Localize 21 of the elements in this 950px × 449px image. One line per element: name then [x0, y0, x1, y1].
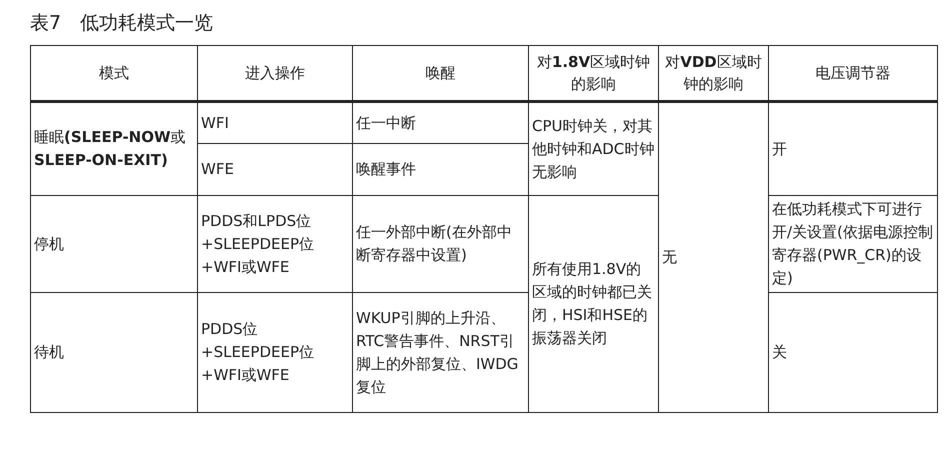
- table-cell: 无: [658, 102, 768, 412]
- table-cell: 在低功耗模式下可进行开/关设置(依据电源控制寄存器(PWR_CR)的设定): [768, 196, 938, 292]
- table-cell: 开: [768, 102, 938, 196]
- header-cell: 模式: [30, 46, 198, 102]
- header-cell: 进入操作: [198, 46, 352, 102]
- table-cell: PDDS位+SLEEPDEEP位+WFI或WFE: [198, 292, 352, 412]
- table-cell: 停机: [30, 196, 198, 292]
- table-cell: CPU时钟关，对其他时钟和ADC时钟无影响: [528, 102, 658, 196]
- table-cell: 关: [768, 292, 938, 412]
- header-cell: 对VDD区域时钟的影响: [658, 46, 768, 102]
- table-cell: 待机: [30, 292, 198, 412]
- table-cell: 睡眠(SLEEP-NOW或SLEEP-ON-EXIT): [30, 102, 198, 196]
- header-cell: 对1.8V区域时钟的影响: [528, 46, 658, 102]
- table-cell: WFE: [198, 144, 352, 196]
- table-cell: WFI: [198, 102, 352, 144]
- header-cell: 电压调节器: [768, 46, 938, 102]
- table-title: 表7 低功耗模式一览: [30, 11, 214, 36]
- table-cell: 任一中断: [352, 102, 528, 144]
- table-cell: PDDS和LPDS位+SLEEPDEEP位+WFI或WFE: [198, 196, 352, 292]
- table-cell: 任一外部中断(在外部中断寄存器中设置): [352, 196, 528, 292]
- header-cell: 唤醒: [352, 46, 528, 102]
